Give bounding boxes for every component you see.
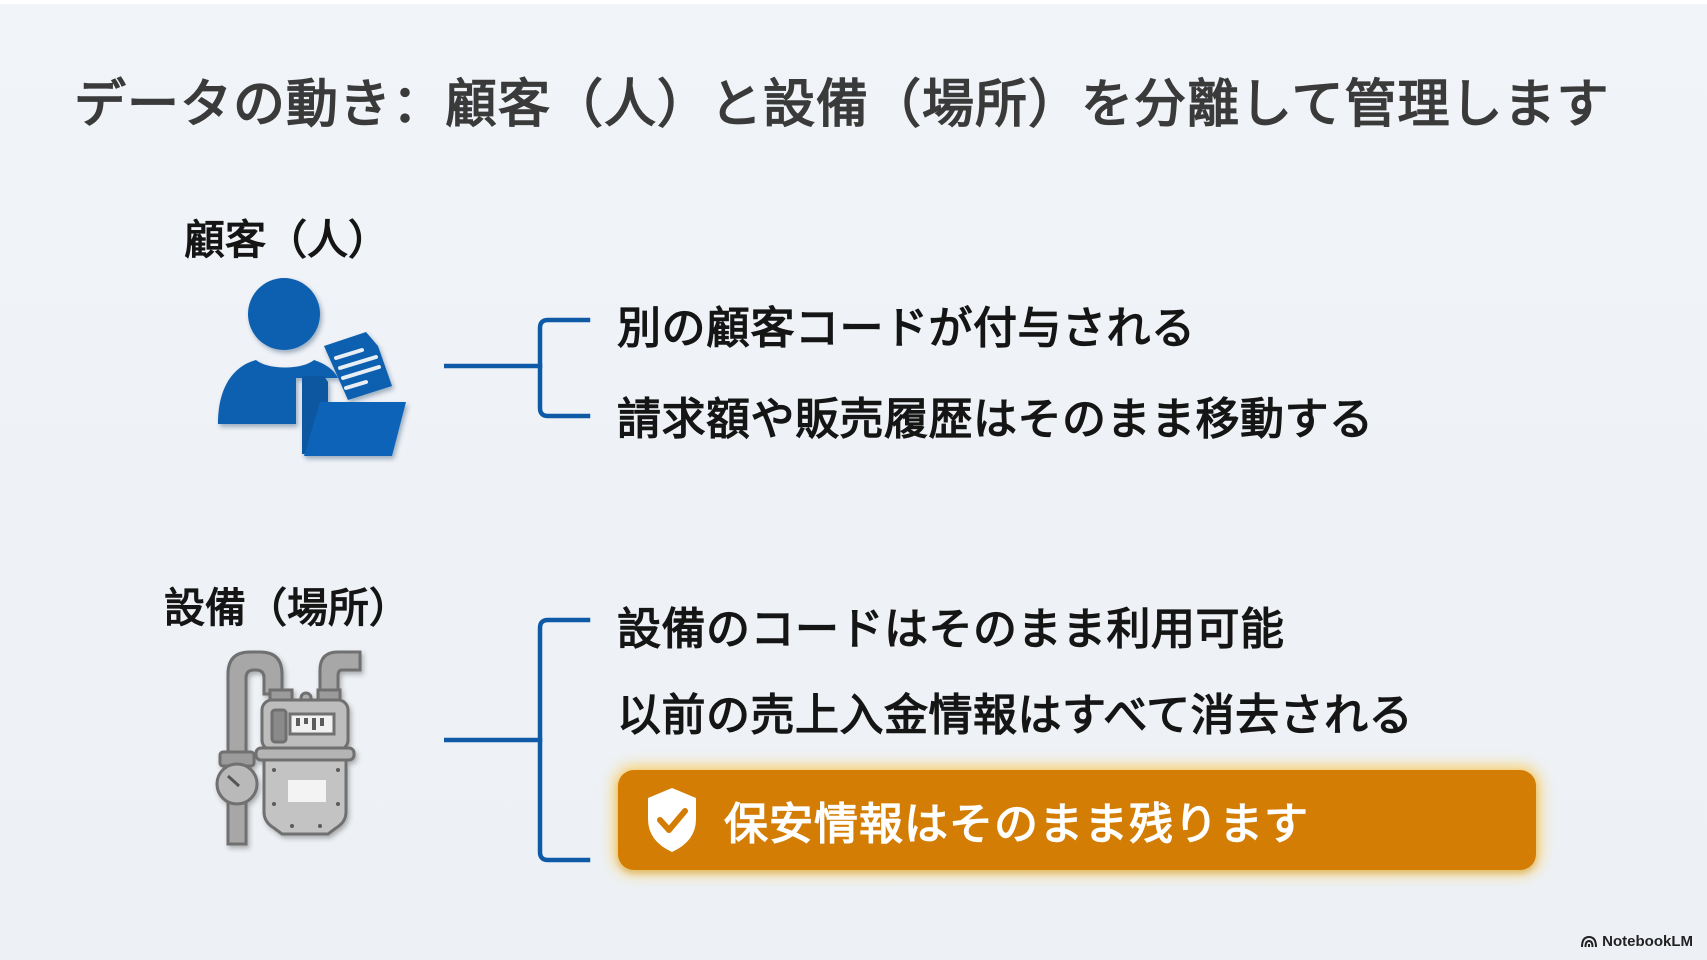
connector-bracket-equipment [444, 617, 591, 863]
slide: データの動き：顧客（人）と設備（場所）を分離して管理します 顧客（人） [0, 4, 1707, 960]
gas-meter-icon [215, 650, 362, 846]
notebooklm-branding: NotebookLM [1581, 933, 1693, 950]
brand-label: NotebookLM [1602, 933, 1693, 950]
notebooklm-logo-icon [1581, 935, 1598, 947]
bullet-customer-history-moves: 請求額や販売履歴はそのまま移動する [617, 394, 1374, 445]
section-label-customer: 顧客（人） [184, 216, 389, 264]
connector-bracket-customer [444, 317, 591, 419]
shield-check-icon [648, 788, 696, 852]
bullet-customer-new-code: 別の顧客コードが付与される [617, 303, 1196, 354]
bullet-equipment-sales-cleared: 以前の売上入金情報はすべて消去される [617, 690, 1414, 741]
slide-title: データの動き：顧客（人）と設備（場所）を分離して管理します [74, 75, 1610, 135]
callout-text: 保安情報はそのまま残ります [724, 799, 1309, 850]
security-info-callout: 保安情報はそのまま残ります [618, 770, 1536, 870]
bullet-equipment-code-reusable: 設備のコードはそのまま利用可能 [617, 604, 1285, 655]
person-with-folder-icon [218, 278, 406, 456]
section-label-equipment: 設備（場所） [164, 584, 410, 632]
